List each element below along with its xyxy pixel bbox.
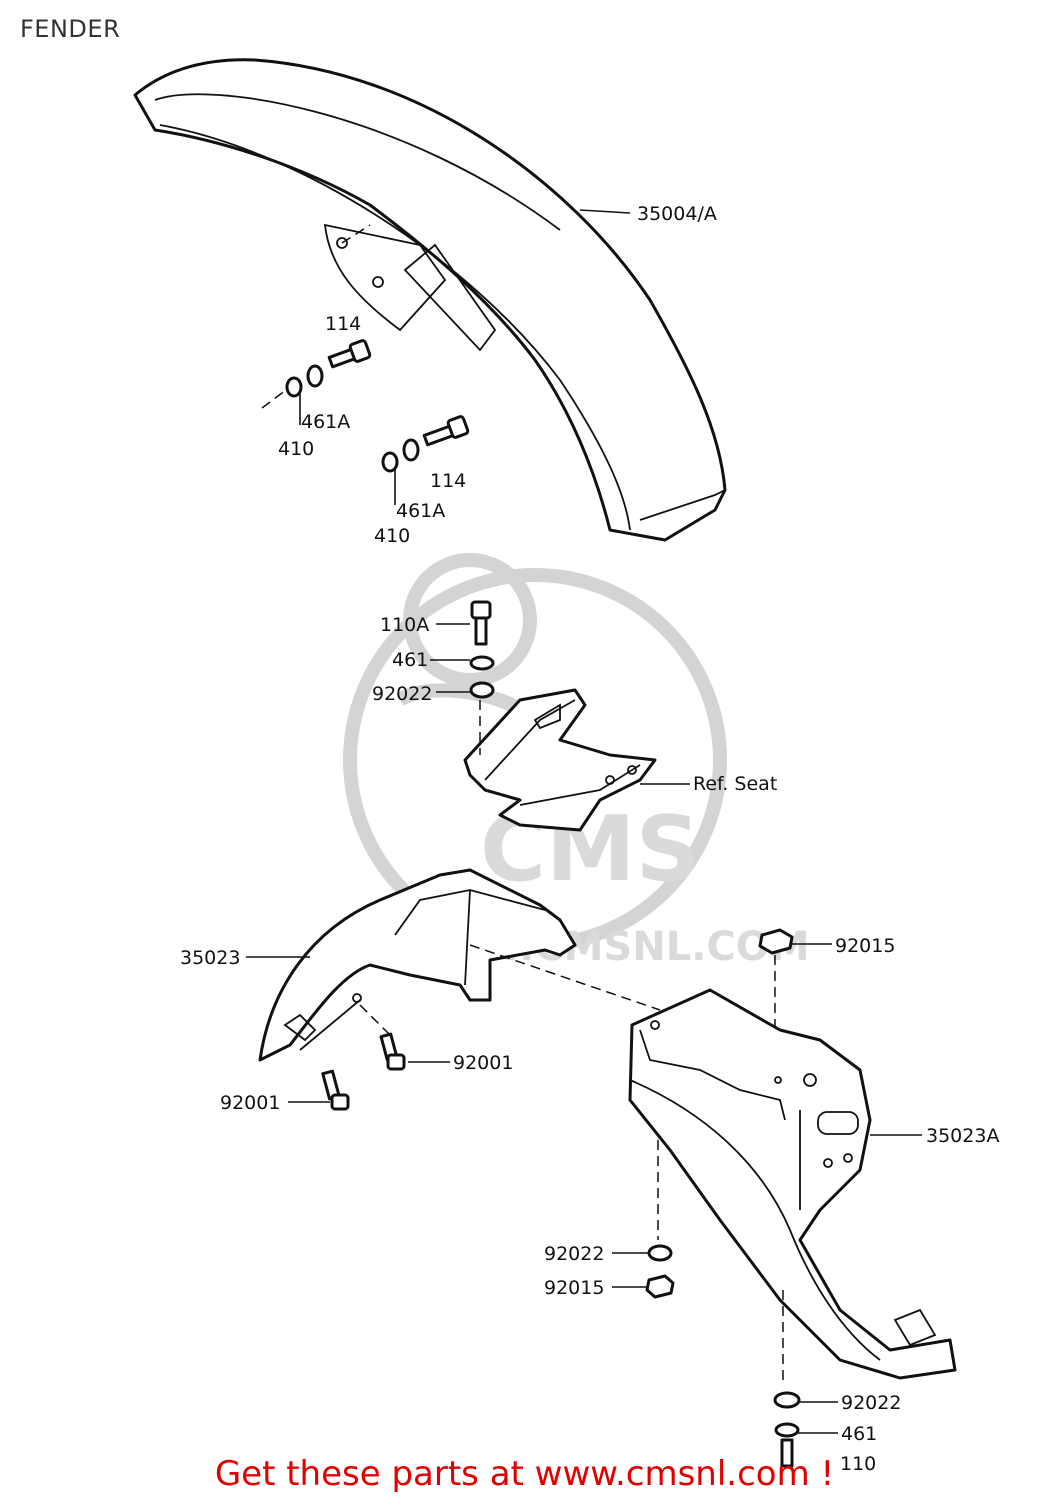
washer-461-bottom-icon[interactable] <box>774 1422 800 1438</box>
bolt-110-bottom-icon[interactable] <box>780 1438 794 1468</box>
label-35004a: 35004/A <box>637 203 717 225</box>
label-92022-top: 92022 <box>372 683 432 705</box>
bolt-110a-icon[interactable] <box>470 600 492 646</box>
lockwasher-461a-lower-icon[interactable] <box>402 438 420 462</box>
bolt-92001-upper-icon[interactable] <box>379 1032 406 1071</box>
label-92015-mid: 92015 <box>544 1277 604 1299</box>
bolt-114-lower-icon[interactable] <box>422 415 470 447</box>
washer-92022-bottom-icon[interactable] <box>773 1391 801 1409</box>
label-92015-top: 92015 <box>835 935 895 957</box>
nut-92015-mid-icon[interactable] <box>645 1274 675 1299</box>
label-461a-upper: 461A <box>301 411 350 433</box>
label-92022-bottom: 92022 <box>841 1392 901 1414</box>
nut-410-lower-icon[interactable] <box>381 451 399 473</box>
buy-parts-link[interactable]: Get these parts at www.cmsnl.com ! <box>214 1454 835 1494</box>
lockwasher-461a-upper-icon[interactable] <box>306 364 324 388</box>
label-110-bottom: 110 <box>840 1453 876 1475</box>
label-92001-upper: 92001 <box>453 1052 513 1074</box>
seat-bracket-ref <box>463 688 657 832</box>
rear-inner-fender-35023[interactable] <box>258 868 577 1062</box>
label-461-top: 461 <box>392 649 428 671</box>
page-title: FENDER <box>20 15 121 43</box>
nut-92015-top-icon[interactable] <box>758 928 794 955</box>
rear-fender-35023a[interactable] <box>628 988 957 1380</box>
label-110a: 110A <box>380 614 429 636</box>
label-461a-lower: 461A <box>396 500 445 522</box>
label-461-bottom: 461 <box>841 1423 877 1445</box>
label-410-upper: 410 <box>278 438 314 460</box>
washer-461-top-icon[interactable] <box>469 655 495 671</box>
front-fender-35004a[interactable] <box>133 58 727 542</box>
label-92022-mid: 92022 <box>544 1243 604 1265</box>
label-410-lower: 410 <box>374 525 410 547</box>
bolt-114-upper-icon[interactable] <box>327 339 372 369</box>
label-92001-lower: 92001 <box>220 1092 280 1114</box>
label-35023: 35023 <box>180 947 240 969</box>
nut-410-upper-icon[interactable] <box>285 376 303 398</box>
washer-92022-top-icon[interactable] <box>469 681 495 699</box>
washer-92022-mid-icon[interactable] <box>647 1244 673 1262</box>
label-ref-seat: Ref. Seat <box>693 773 777 795</box>
label-114-upper: 114 <box>325 313 361 335</box>
label-114-lower: 114 <box>430 470 466 492</box>
label-35023a: 35023A <box>926 1125 999 1147</box>
bolt-92001-lower-icon[interactable] <box>321 1069 350 1111</box>
